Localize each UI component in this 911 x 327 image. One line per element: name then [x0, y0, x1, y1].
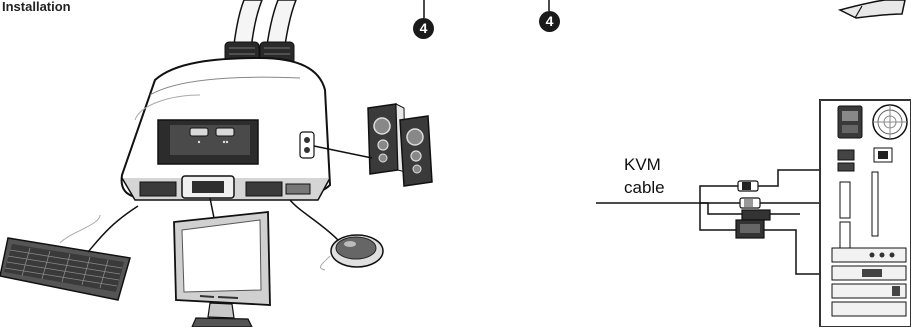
cable-end-illustration-topright	[840, 0, 905, 18]
kvm-switch-cables	[225, 0, 296, 64]
kvm-switch	[122, 58, 330, 200]
keyboard	[0, 206, 138, 300]
kvm-cable-bundle	[596, 170, 838, 274]
speakers	[314, 104, 432, 186]
computer-tower	[820, 100, 911, 327]
mouse	[290, 200, 383, 270]
monitor	[174, 198, 270, 327]
